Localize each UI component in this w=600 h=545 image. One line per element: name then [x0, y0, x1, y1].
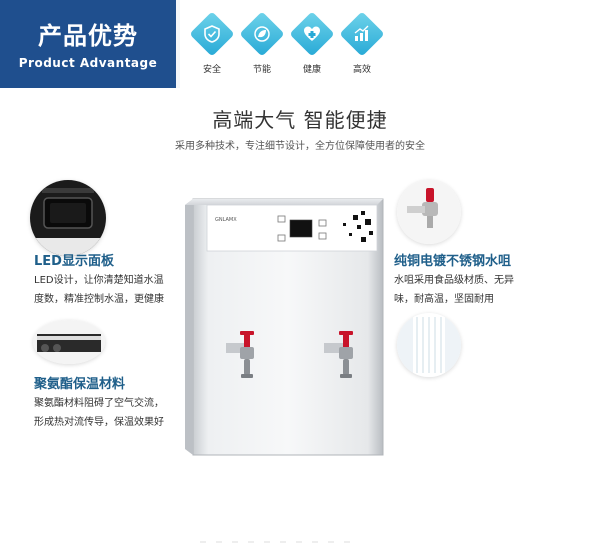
badge-label: 节能: [252, 65, 271, 75]
growth-chart-icon: [354, 25, 369, 41]
water-boiler-illustration: GNLAMX: [185, 198, 384, 456]
banner-title-cn: 产品优势: [38, 22, 138, 50]
badge-label: 健康: [302, 65, 321, 75]
feature-desc-insulation-1: 聚氨酯材料阻碍了空气交流，: [34, 398, 164, 409]
faucet-thumbnail: [397, 180, 461, 244]
shield-icon: [204, 25, 220, 43]
bottom-divider: [200, 541, 360, 543]
badge-health: 健康: [287, 11, 337, 75]
feature-desc-faucet-1: 水咀采用食品级材质、无异: [394, 275, 514, 286]
svg-text:GNLAMX: GNLAMX: [215, 217, 237, 223]
led-panel-thumbnail: [30, 180, 106, 256]
section-title: 高端大气 智能便捷: [212, 108, 388, 132]
feature-title-faucet: 纯铜电镀不锈钢水咀: [394, 254, 512, 269]
badge-energy-saving: 节能: [237, 11, 287, 75]
feature-desc-faucet-2: 味，耐高温，坚固耐用: [394, 294, 494, 305]
left-tap: [226, 331, 254, 378]
feature-desc-insulation-2: 形成热对流传导，保温效果好: [34, 417, 164, 428]
section-subtitle: 采用多种技术，专注细节设计，全方位保障使用者的安全: [175, 141, 425, 152]
badge-safety: 安全: [187, 11, 237, 75]
badge-label: 安全: [202, 65, 221, 75]
health-cross-icon: [304, 26, 320, 41]
feature-desc-led-2: 度数，精准控制水温，更健康: [34, 294, 164, 305]
feature-title-led: LED显示面板: [34, 254, 114, 269]
badge-efficiency: 高效: [337, 11, 387, 75]
filter-thumbnail: [397, 313, 461, 377]
right-tap: [324, 331, 353, 378]
feature-desc-led-1: LED设计，让你清楚知道水温: [34, 275, 164, 286]
leaf-icon: [254, 26, 270, 42]
feature-title-insulation: 聚氨酯保温材料: [34, 377, 126, 392]
banner-title-en: Product Advantage: [18, 56, 158, 70]
badge-label: 高效: [352, 65, 371, 75]
section-banner: 产品优势 Product Advantage: [0, 0, 176, 88]
banner-edge: [176, 0, 180, 88]
insulation-thumbnail: [33, 320, 105, 364]
